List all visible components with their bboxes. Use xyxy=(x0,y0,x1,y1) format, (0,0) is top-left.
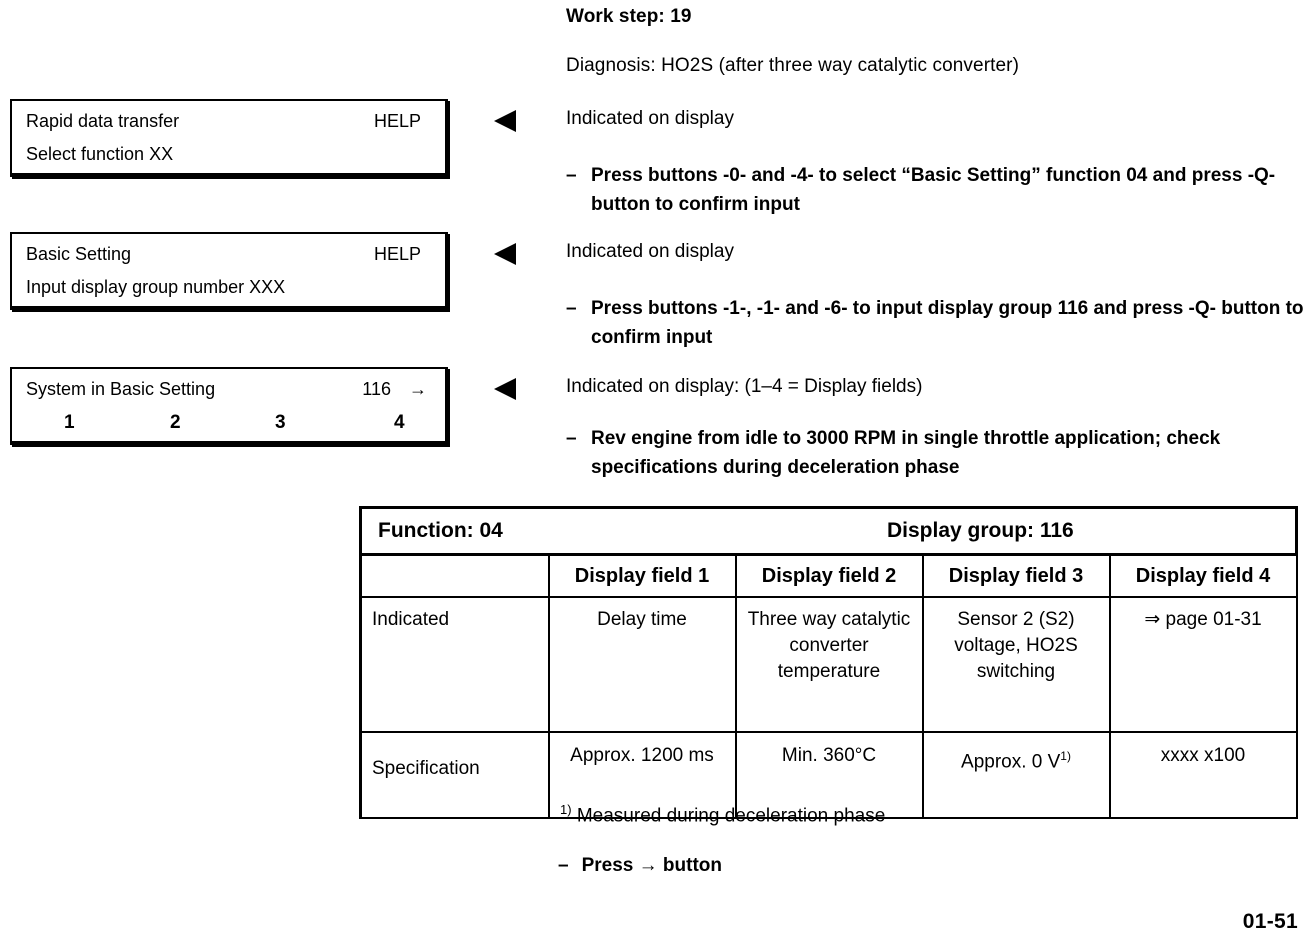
instruction-block-1: – Press buttons -0- and -4- to select “B… xyxy=(566,161,1306,219)
display-box-prompt: Select function XX xyxy=(26,144,174,164)
specification-field-3-value: Approx. 0 V xyxy=(961,751,1061,773)
display-box-line-1: Basic Setting HELP xyxy=(12,234,445,271)
display-box-field-numbers: 1 2 3 4 xyxy=(12,406,445,439)
instruction-text: Rev engine from idle to 3000 RPM in sing… xyxy=(591,428,1221,478)
display-field-number-3: 3 xyxy=(275,412,286,433)
display-box-line-1: System in Basic Setting 116 → xyxy=(12,369,445,406)
column-header-display-field-3: Display field 3 xyxy=(921,553,1111,598)
display-group-title: Display group: 116 xyxy=(887,519,1074,542)
footnote-marker: 1) xyxy=(1060,749,1071,763)
table-title-cell: Function: 04 Display group: 116 xyxy=(358,506,1299,556)
bullet-dash: – xyxy=(566,298,577,319)
footnote-text: Measured during deceleration phase xyxy=(576,805,886,827)
right-arrow-icon: → xyxy=(409,379,427,399)
display-box-line-2: Input display group number XXX xyxy=(12,271,445,304)
indicated-on-display-text-1: Indicated on display xyxy=(566,108,734,129)
specification-field-1: Approx. 1200 ms xyxy=(547,731,737,819)
bullet-dash: – xyxy=(558,855,569,876)
indicated-on-display-text-2: Indicated on display xyxy=(566,241,734,262)
column-header-display-field-1: Display field 1 xyxy=(547,553,737,598)
press-button-text: Press → button xyxy=(581,855,722,876)
bullet-dash: – xyxy=(566,165,577,186)
display-field-number-2: 2 xyxy=(170,412,181,433)
display-box-rapid-data-transfer: Rapid data transfer HELP Select function… xyxy=(10,99,448,177)
instruction-block-2: – Press buttons -1-, -1- and -6- to inpu… xyxy=(566,294,1306,352)
row-label-specification: Specification xyxy=(359,731,550,819)
display-box-line-1: Rapid data transfer HELP xyxy=(12,101,445,138)
help-label: HELP xyxy=(373,244,421,264)
pointer-triangle-icon xyxy=(494,243,516,265)
header-blank-corner xyxy=(359,553,550,598)
display-field-number-4: 4 xyxy=(394,412,405,433)
table-footnote: 1) Measured during deceleration phase xyxy=(560,802,885,827)
display-box-line-2: Select function XX xyxy=(12,138,445,171)
specification-field-3: Approx. 0 V1) xyxy=(921,731,1111,819)
instruction-text: Press buttons -1-, -1- and -6- to input … xyxy=(591,298,1304,348)
specification-table: Function: 04 Display group: 116 Display … xyxy=(358,506,1299,819)
indicated-field-2: Three way catalytic converter temperatur… xyxy=(734,596,924,733)
display-field-number-1: 1 xyxy=(64,412,75,433)
specification-field-2: Min. 360°C xyxy=(734,731,924,819)
pointer-triangle-icon xyxy=(494,378,516,400)
table-header-row: Display field 1 Display field 2 Display … xyxy=(359,553,1298,598)
display-box-title: System in Basic Setting xyxy=(26,379,216,399)
table-row: Indicated Delay time Three way catalytic… xyxy=(359,596,1298,733)
column-header-display-field-4: Display field 4 xyxy=(1108,553,1298,598)
instruction-text: Press buttons -0- and -4- to select “Bas… xyxy=(591,165,1276,215)
column-header-display-field-2: Display field 2 xyxy=(734,553,924,598)
function-title: Function: 04 xyxy=(378,519,503,542)
work-step-heading: Work step: 19 xyxy=(566,6,692,27)
display-group-number: 116 xyxy=(362,379,391,399)
indicated-field-1: Delay time xyxy=(547,596,737,733)
table-row: Specification Approx. 1200 ms Min. 360°C… xyxy=(359,731,1298,819)
table-title-row: Function: 04 Display group: 116 xyxy=(358,506,1299,556)
display-box-title: Basic Setting xyxy=(26,244,132,264)
display-box-prompt: Input display group number XXX xyxy=(26,277,286,297)
bullet-dash: – xyxy=(566,428,577,449)
help-label: HELP xyxy=(373,111,421,131)
page-number: 01-51 xyxy=(1242,910,1298,933)
display-box-basic-setting: Basic Setting HELP Input display group n… xyxy=(10,232,448,310)
pointer-triangle-icon xyxy=(494,110,516,132)
indicated-field-4: ⇒ page 01-31 xyxy=(1108,596,1298,733)
instruction-block-3: – Rev engine from idle to 3000 RPM in si… xyxy=(566,424,1306,482)
indicated-on-display-text-3: Indicated on display: (1–4 = Display fie… xyxy=(566,376,923,397)
display-box-system-in-basic-setting: System in Basic Setting 116 → 1 2 3 4 xyxy=(10,367,448,445)
row-label-indicated: Indicated xyxy=(359,596,550,733)
footnote-marker: 1) xyxy=(560,802,572,817)
display-box-title: Rapid data transfer xyxy=(26,111,180,131)
indicated-field-3: Sensor 2 (S2) voltage, HO2S switching xyxy=(921,596,1111,733)
diagnosis-heading: Diagnosis: HO2S (after three way catalyt… xyxy=(566,55,1020,76)
press-button-instruction: –Press → button xyxy=(558,855,722,877)
specification-field-4: xxxx x100 xyxy=(1108,731,1298,819)
